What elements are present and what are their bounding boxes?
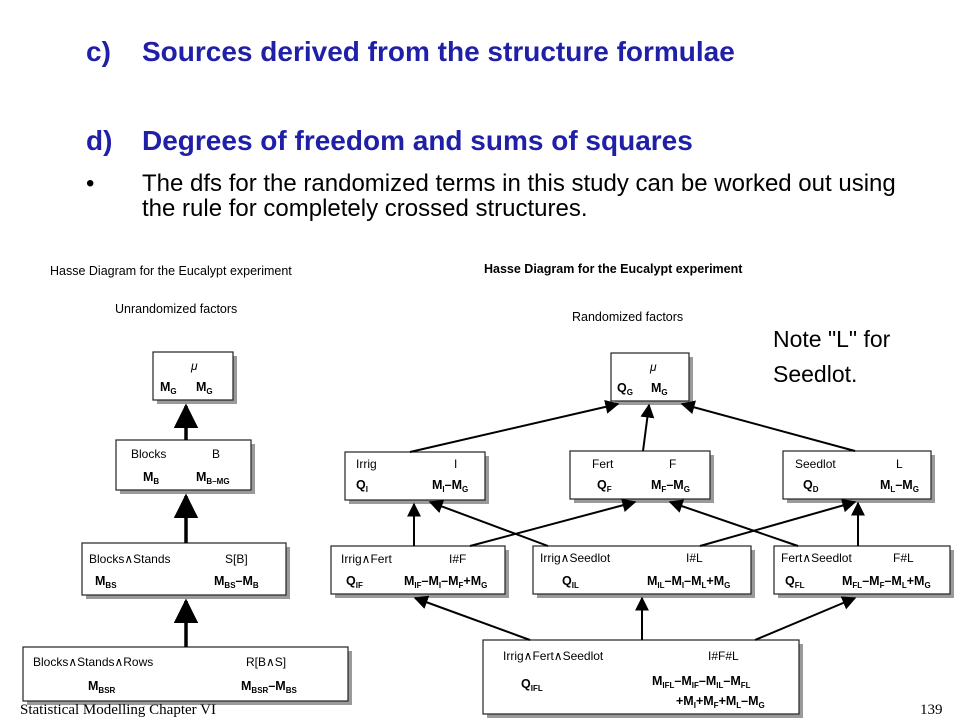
left-blocks-source: B [212,447,220,461]
heading-d: d) Degrees of freedom and sums of squares [86,125,693,157]
irrigfert-source: I#F [449,552,466,566]
heading-c-text: Sources derived from the structure formu… [142,36,735,67]
left-blocks-m1: MB [143,470,159,486]
fertseed-expr: MFL–MF–ML+MG [842,574,931,590]
fertseed-source: F#L [893,551,914,565]
irrigseed-q: QIL [562,574,579,590]
left-mu-symbol: μ [190,359,198,373]
note-line-2: Seedlot. [773,361,858,387]
left-rows-m1: MBSR [88,679,116,695]
seedlot-m: ML–MG [880,478,919,494]
bullet-text: The dfs for the randomized terms in this… [142,170,896,222]
arrow-il-irrig [428,499,549,547]
right-node-seedlot: Seedlot L QD ML–MG [782,450,935,503]
seedlot-name: Seedlot [795,457,836,471]
left-node-rows: Blocks∧Stands∧Rows R[B∧S] MBSR MBSR–MBS [22,646,352,705]
fert-q: QF [597,478,612,494]
right-node-irrig-fert: Irrig∧Fert I#F QIF MIF–MI–MF+MG [330,545,509,598]
left-mu-m1: MG [160,380,177,396]
page-number: 139 [920,702,943,718]
left-stands-name: Blocks∧Stands [89,552,171,566]
heading-c-label: c) [86,36,111,67]
irrig-source: I [454,457,457,471]
fert-source: F [669,457,676,471]
left-node-mu: μ MG MG [152,351,237,404]
footer-left: Statistical Modelling Chapter VI [20,702,216,718]
arrow-seedlot-mu [680,400,856,452]
seedlot-source: L [896,457,903,471]
seedlot-note: Note "L" for Seedlot. [773,322,953,392]
left-rows-m2: MBSR–MBS [241,679,297,695]
right-node-mu: μ QG MG [610,352,693,405]
arrow-ifl-if [413,595,531,641]
right-node-irrig-fert-seedlot: Irrig∧Fert∧Seedlot I#F#L QIFL MIFL–MIF–M… [482,639,803,718]
ifl-source: I#F#L [708,649,739,663]
arrow-fert-mu [640,403,655,452]
left-node-stands: Blocks∧Stands S[B] MBS MBS–MB [81,542,290,599]
irrigseed-source: I#L [686,551,703,565]
right-node-fert: Fert F QF MF–MG [569,450,714,503]
left-diagram-title: Hasse Diagram for the Eucalypt experimen… [50,264,292,278]
irrig-name: Irrig [356,457,377,471]
right-mu-symbol: μ [649,360,657,374]
note-line-1: Note "L" for [773,326,891,352]
left-blocks-m2: MB–MG [196,470,230,486]
arrow-irrig-mu [409,400,620,453]
left-rows-source: R[B∧S] [246,655,286,669]
right-diagram-subtitle: Randomized factors [572,310,684,324]
right-node-irrig-seedlot: Irrig∧Seedlot I#L QIL MIL–MI–ML+MG [532,545,755,598]
heading-c: c) Sources derived from the structure for… [86,36,735,68]
left-diagram-subtitle: Unrandomized factors [115,302,238,316]
irrigseed-expr: MIL–MI–ML+MG [647,574,730,590]
irrigfert-name: Irrig∧Fert [341,552,392,566]
heading-d-label: d) [86,125,113,156]
arrow-il-seedlot [699,498,857,547]
fert-m: MF–MG [651,478,690,494]
heading-d-text: Degrees of freedom and sums of squares [142,125,693,156]
left-stands-m1: MBS [95,574,117,590]
left-rows-name: Blocks∧Stands∧Rows [33,655,153,669]
left-stands-source: S[B] [225,552,248,566]
bullet-symbol: • [86,170,95,197]
arrow-fl-fert [668,499,799,547]
ifl-expr-line2: +MI+MF+ML–MG [676,694,765,710]
right-mu-q: QG [617,381,633,397]
irrigfert-expr: MIF–MI–MF+MG [404,574,487,590]
fertseed-name: Fert∧Seedlot [781,551,852,565]
right-node-irrig: Irrig I QI MI–MG [344,451,489,504]
ifl-expr-line1: MIFL–MIF–MIL–MFL [652,674,751,690]
ifl-name: Irrig∧Fert∧Seedlot [503,649,604,663]
left-node-blocks: Blocks B MB MB–MG [115,439,255,494]
irrig-q: QI [356,478,368,494]
arrow-ifl-fl [754,596,857,641]
left-mu-m2: MG [196,380,213,396]
ifl-q: QIFL [521,677,543,693]
irrig-m: MI–MG [432,478,468,494]
irrigfert-q: QIF [346,574,363,590]
right-arrows [407,400,865,641]
right-mu-m: MG [651,381,668,397]
left-stands-m2: MBS–MB [214,574,259,590]
right-diagram-title: Hasse Diagram for the Eucalypt experimen… [484,262,743,276]
fert-name: Fert [592,457,614,471]
seedlot-q: QD [803,478,819,494]
left-blocks-name: Blocks [131,447,166,461]
irrigseed-name: Irrig∧Seedlot [540,551,611,565]
fertseed-q: QFL [785,574,805,590]
arrow-if-fert [469,498,637,547]
right-node-fert-seedlot: Fert∧Seedlot F#L QFL MFL–MF–ML+MG [773,545,954,598]
